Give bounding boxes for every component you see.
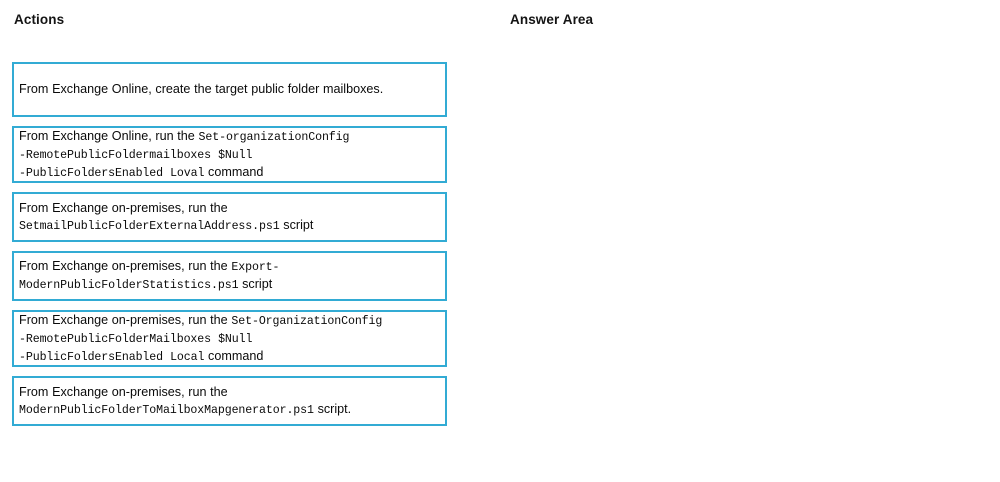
action-card-text: From Exchange Online, run the Set-organi… <box>19 128 349 182</box>
action-card-text: From Exchange on-premises, run the Set-O… <box>19 312 382 366</box>
action-card-line: From Exchange on-premises, run the <box>19 200 313 217</box>
command-text: -PublicFoldersEnabled Loval <box>19 166 205 180</box>
action-card[interactable]: From Exchange on-premises, run the Set-O… <box>12 310 447 367</box>
action-card[interactable]: From Exchange Online, run the Set-organi… <box>12 126 447 183</box>
command-text: Export- <box>231 261 280 274</box>
instruction-text: script <box>279 217 314 232</box>
action-card-line: From Exchange Online, create the target … <box>19 81 383 98</box>
command-text: -PublicFoldersEnabled Local <box>19 350 205 364</box>
answer-area-dropzone[interactable] <box>508 55 978 455</box>
action-card-line: -RemotePublicFolderMailboxes $Null <box>19 330 382 348</box>
instruction-text: script. <box>313 401 352 416</box>
actions-column-header: Actions <box>14 12 65 27</box>
action-card-line: -PublicFoldersEnabled Local command <box>19 348 382 366</box>
instruction-text: From Exchange Online, run the <box>19 128 199 143</box>
instruction-text: From Exchange Online, create the target … <box>19 82 384 96</box>
action-card-line: From Exchange on-premises, run the <box>19 384 351 401</box>
instruction-text: From Exchange on-premises, run the <box>19 384 228 399</box>
instruction-text: command <box>204 348 264 363</box>
action-card-text: From Exchange on-premises, run the Expor… <box>19 258 280 294</box>
instruction-text: command <box>204 164 264 179</box>
action-card-line: ModernPublicFolderStatistics.ps1 script <box>19 276 279 294</box>
action-card-line: From Exchange on-premises, run the Set-O… <box>19 312 382 330</box>
command-text: ModernPublicFolderStatistics.ps1 <box>19 279 239 292</box>
command-text: ModernPublicFolderToMailboxMapgenerator.… <box>19 403 314 417</box>
action-card-line: -RemotePublicFoldermailboxes $Null <box>19 146 349 164</box>
answer-area-column-header: Answer Area <box>510 12 594 27</box>
instruction-text: From Exchange on-premises, run the <box>19 200 228 215</box>
action-card[interactable]: From Exchange Online, create the target … <box>12 62 447 117</box>
command-text: Set-organizationConfig <box>198 130 350 144</box>
action-card-line: From Exchange on-premises, run the Expor… <box>19 258 280 276</box>
actions-list: From Exchange Online, create the target … <box>12 62 447 435</box>
instruction-text: script <box>238 277 273 291</box>
instruction-text: From Exchange on-premises, run the <box>19 259 232 273</box>
action-card-text: From Exchange Online, create the target … <box>19 81 383 98</box>
command-text: -RemotePublicFoldermailboxes $Null <box>19 148 253 162</box>
action-card-line: ModernPublicFolderToMailboxMapgenerator.… <box>19 401 351 419</box>
action-card-line: -PublicFoldersEnabled Loval command <box>19 164 349 182</box>
command-text: -RemotePublicFolderMailboxes $Null <box>19 332 253 346</box>
action-card-line: From Exchange Online, run the Set-organi… <box>19 128 349 146</box>
action-card[interactable]: From Exchange on-premises, run the Expor… <box>12 251 447 301</box>
command-text: Set-OrganizationConfig <box>231 314 383 328</box>
command-text: SetmailPublicFolderExternalAddress.ps1 <box>19 219 280 233</box>
instruction-text: From Exchange on-premises, run the <box>19 312 232 327</box>
action-card-line: SetmailPublicFolderExternalAddress.ps1 s… <box>19 217 313 235</box>
